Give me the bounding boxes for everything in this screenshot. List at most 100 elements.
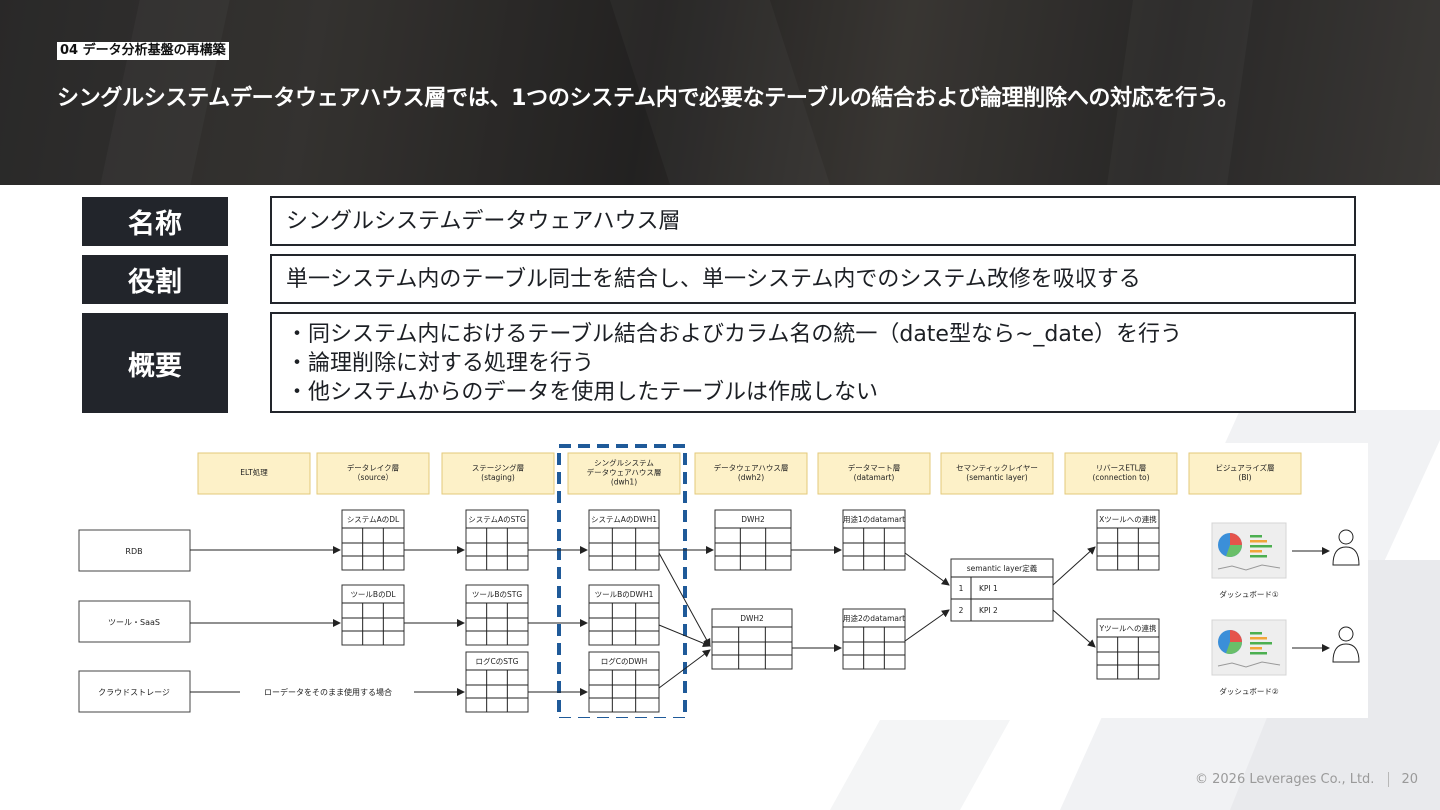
- dashboard-label: ダッシュボード①: [1219, 589, 1278, 599]
- dashboard-bar: [1250, 555, 1267, 558]
- table-title: Xツールへの連携: [1099, 514, 1157, 524]
- table-title: ツールBのDL: [350, 590, 396, 599]
- table-title: ツールBのDWH1: [595, 590, 654, 599]
- flow-arrow: [904, 552, 950, 586]
- table-title: システムAのDL: [347, 515, 400, 524]
- layer-header-label: セマンティックレイヤー: [956, 463, 1038, 472]
- summary-label: 概要: [82, 313, 228, 413]
- table-dwh1-b: [588, 584, 660, 646]
- source-label: ツール・SaaS: [108, 618, 160, 627]
- dashboard-bar: [1250, 550, 1262, 553]
- highlight-frame: [557, 444, 687, 718]
- table-dwh1-c: [588, 651, 660, 713]
- semantic-row-number: 1: [959, 584, 964, 593]
- table-dwh1-a: [588, 509, 660, 571]
- source-box: [78, 670, 191, 713]
- layer-header-label: リバースETL層: [1096, 463, 1147, 472]
- semantic-row-label: KPI 1: [979, 584, 998, 593]
- table-dl-b: [341, 584, 405, 646]
- hero-banner: 04 データ分析基盤の再構築 シングルシステムデータウェアハウス層では、1つのシ…: [0, 0, 1440, 185]
- table-title: システムAのDWH1: [591, 515, 657, 524]
- layer-header: [316, 452, 430, 495]
- layer-header-label: (semantic layer): [966, 473, 1027, 482]
- table-dwh2-top: [714, 509, 792, 571]
- table-title: システムAのSTG: [468, 515, 526, 524]
- footer-divider: [1388, 772, 1390, 787]
- table-title: DWH2: [741, 515, 765, 524]
- chapter-label: 04 データ分析基盤の再構築: [57, 42, 229, 60]
- layer-header-label: シングルシステム: [594, 458, 654, 468]
- source-label: クラウドストレージ: [98, 688, 170, 697]
- table-stg-c: [465, 651, 529, 713]
- user-icon: [1332, 643, 1360, 663]
- layer-header: [197, 452, 311, 495]
- dashboard-pie-slice: [1230, 533, 1242, 545]
- layer-header-label: （source）: [353, 473, 393, 482]
- source-box: [78, 600, 191, 643]
- dashboard-label: ダッシュボード②: [1219, 686, 1278, 696]
- dashboard-bar: [1250, 632, 1262, 635]
- summary-line: ・論理削除に対する処理を行う: [286, 351, 595, 376]
- footer: © 2026 Leverages Co., Ltd. 20: [1195, 772, 1418, 787]
- role-value-box: 単一システム内のテーブル同士を結合し、単一システム内でのシステム改修を吸収する: [270, 254, 1356, 304]
- table-title: 用途2のdatamart: [843, 613, 905, 623]
- flow-arrow: [1052, 609, 1096, 648]
- user-icon: [1332, 546, 1360, 566]
- user-icon: [1338, 529, 1354, 545]
- name-label: 名称: [82, 197, 228, 246]
- table-title: ログCのDWH: [601, 656, 648, 666]
- table-title: DWH2: [740, 614, 764, 623]
- layer-header-label: データウェアハウス層: [587, 467, 662, 477]
- summary-value-box: ・同システム内におけるテーブル結合およびカラム名の統一（date型なら~_dat…: [270, 312, 1356, 413]
- table-rev-y: [1096, 618, 1160, 680]
- table-rev-x: [1096, 509, 1160, 571]
- role-value: 単一システム内のテーブル同士を結合し、単一システム内でのシステム改修を吸収する: [286, 266, 1141, 292]
- dashboard-line: [1217, 564, 1281, 571]
- layer-header-label: (dwh2): [738, 473, 764, 482]
- table-mart-1: [842, 509, 906, 571]
- layer-header: [1188, 452, 1302, 495]
- layer-header-label: データレイク層: [347, 462, 399, 472]
- copyright: © 2026 Leverages Co., Ltd.: [1195, 772, 1375, 787]
- layer-header-label: (staging): [481, 473, 515, 482]
- semantic-title: semantic layer定義: [967, 563, 1038, 573]
- architecture-diagram: ELT処理データレイク層（source）ステージング層(staging)シングル…: [78, 443, 1368, 718]
- name-value: シングルシステムデータウェアハウス層: [286, 208, 681, 234]
- flow-arrow: [658, 649, 711, 689]
- layer-header: [940, 452, 1054, 495]
- summary-line: ・同システム内におけるテーブル結合およびカラム名の統一（date型なら~_dat…: [286, 322, 1183, 347]
- dashboard-bar: [1250, 637, 1267, 640]
- page-number: 20: [1401, 772, 1418, 787]
- layer-header-label: データウェアハウス層: [714, 462, 789, 472]
- layer-header-label: (BI): [1238, 473, 1251, 482]
- flow-arrow: [1052, 546, 1096, 586]
- table-stg-a: [465, 509, 529, 571]
- summary-line: ・他システムからのデータを使用したテーブルは作成しない: [286, 380, 879, 405]
- layer-header-label: ビジュアライズ層: [1215, 462, 1274, 472]
- dashboard-bar: [1250, 535, 1262, 538]
- semantic-row-number: 2: [959, 606, 964, 615]
- layer-header-label: ELT処理: [240, 467, 268, 477]
- layer-header: [567, 452, 681, 495]
- layer-header: [441, 452, 555, 495]
- layer-header-label: データマート層: [848, 462, 901, 472]
- semantic-row-label: KPI 2: [979, 606, 998, 615]
- dashboard-bar: [1250, 540, 1267, 543]
- dashboard-bar: [1250, 647, 1262, 650]
- table-dl-a: [341, 509, 405, 571]
- table-title: ログCのSTG: [476, 656, 519, 666]
- dashboard-pie-slice: [1226, 642, 1242, 654]
- table-title: Yツールへの連携: [1098, 623, 1157, 633]
- flow-arrow: [658, 552, 711, 647]
- table-stg-b: [465, 584, 529, 646]
- user-icon: [1338, 626, 1354, 642]
- source-label: RDB: [125, 547, 142, 556]
- role-label: 役割: [82, 255, 228, 304]
- table-dwh2-bottom: [711, 608, 793, 670]
- dashboard-bar: [1250, 642, 1272, 645]
- flow-arrow: [904, 609, 950, 642]
- table-mart-2: [842, 608, 906, 670]
- name-value-box: シングルシステムデータウェアハウス層: [270, 196, 1356, 246]
- dashboard-pie-slice: [1230, 630, 1242, 642]
- layer-header: [817, 452, 931, 495]
